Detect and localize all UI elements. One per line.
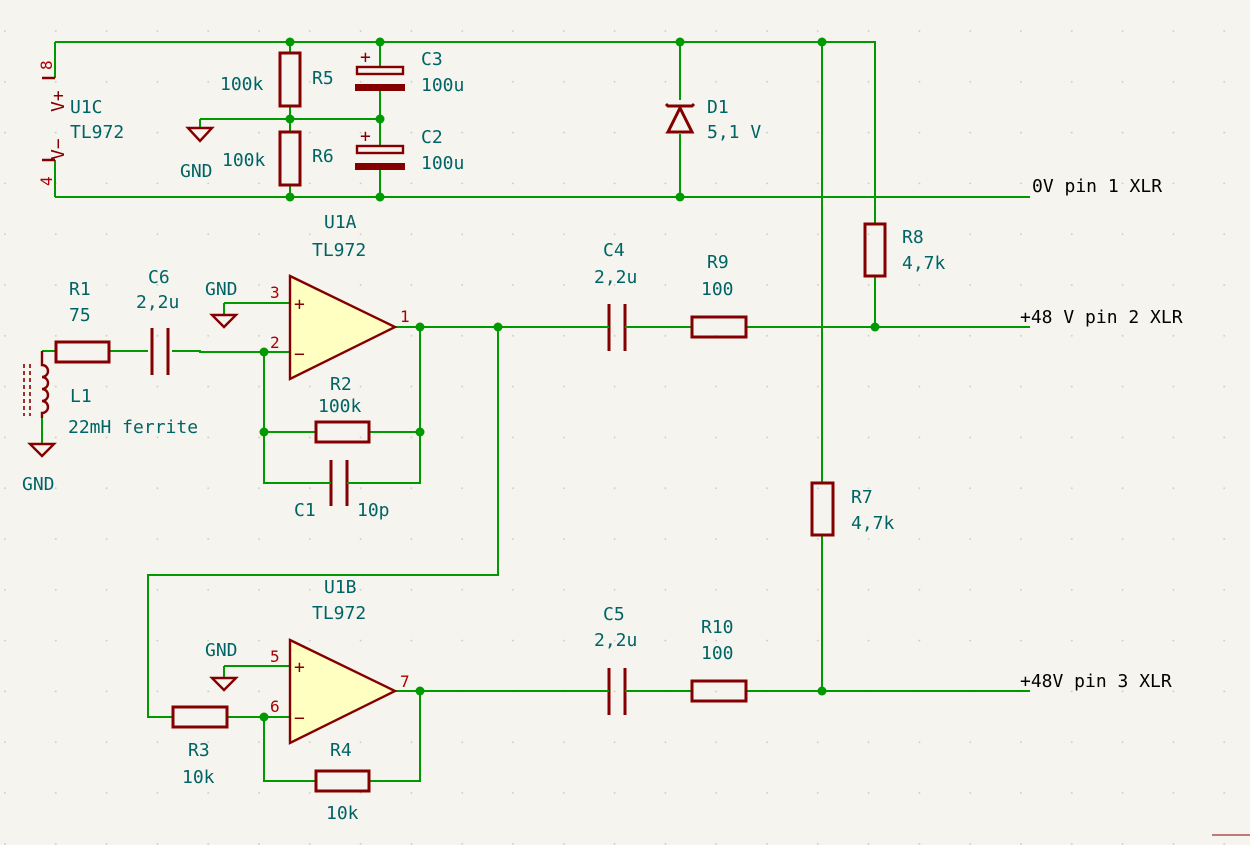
u1b-ref: U1B — [324, 577, 357, 598]
net-label-48v-pin2: +48 V pin 2 XLR — [1020, 307, 1183, 328]
r5-value: 100k — [220, 74, 264, 95]
c1-ref: C1 — [294, 500, 316, 521]
r9-value: 100 — [701, 279, 734, 300]
net-label-0v-pin1: 0V pin 1 XLR — [1032, 176, 1162, 197]
opamp-u1a: + − 3 2 1 U1A TL972 — [270, 212, 410, 381]
resistor-r8: R8 4,7k — [863, 222, 946, 278]
u1a-pin-plus: 3 — [270, 283, 280, 302]
c2-plus: + — [360, 126, 371, 147]
resistor-r1: R1 75 — [54, 279, 111, 364]
u1a-pin-out: 1 — [400, 307, 410, 326]
u1a-ref: U1A — [324, 212, 357, 233]
c2-ref: C2 — [421, 127, 443, 148]
c4-ref: C4 — [603, 240, 625, 261]
opamp-u1b: + − 5 6 7 U1B TL972 — [270, 577, 410, 745]
resistor-r3: R3 10k — [171, 705, 229, 788]
r4-value: 10k — [326, 803, 359, 824]
r4-ref: R4 — [330, 740, 352, 761]
c3-ref: C3 — [421, 49, 443, 70]
u1c-pin-vplus: 8 — [37, 60, 56, 70]
resistor-r9: R9 100 — [690, 252, 748, 339]
r10-value: 100 — [701, 643, 734, 664]
c1-value: 10p — [357, 500, 390, 521]
u1c-vplus-label: V+ — [48, 90, 69, 112]
d1-value: 5,1 V — [707, 122, 761, 143]
c2-value: 100u — [421, 153, 464, 174]
c6-value: 2,2u — [136, 292, 179, 313]
junctions — [259, 37, 880, 722]
r2-ref: R2 — [330, 374, 352, 395]
resistor-r7: R7 4,7k — [810, 481, 895, 537]
capacitor-c2: + C2 100u — [355, 126, 464, 174]
resistor-r4: R4 10k — [314, 740, 371, 824]
u1c-vminus-label: V− — [48, 138, 69, 160]
u1c-value: TL972 — [70, 122, 124, 143]
wires — [41, 41, 1030, 782]
r8-value: 4,7k — [902, 253, 946, 274]
r8-ref: R8 — [902, 227, 924, 248]
l1-ref: L1 — [70, 386, 92, 407]
gnd-symbol-u1a: GND — [205, 279, 239, 329]
r2-value: 100k — [318, 396, 362, 417]
net-label-48v-pin3: +48V pin 3 XLR — [1020, 671, 1172, 692]
r3-value: 10k — [182, 767, 215, 788]
gnd-top-label: GND — [180, 161, 213, 182]
u1b-pin-plus: 5 — [270, 647, 280, 666]
u1a-minus-symbol: − — [294, 344, 305, 365]
r10-ref: R10 — [701, 617, 734, 638]
gnd-u1b-label: GND — [205, 640, 238, 661]
c3-value: 100u — [421, 75, 464, 96]
r6-ref: R6 — [312, 146, 334, 167]
gnd-symbol-l1: GND — [22, 442, 57, 495]
d1-ref: D1 — [707, 97, 729, 118]
resistor-r10: R10 100 — [690, 617, 748, 703]
u1c-ref: U1C — [70, 97, 103, 118]
u1a-value: TL972 — [312, 240, 366, 261]
r6-value: 100k — [222, 150, 266, 171]
capacitor-c3: + C3 100u — [355, 47, 464, 96]
l1-value: 22mH ferrite — [68, 417, 198, 438]
u1a-pin-minus: 2 — [270, 333, 280, 352]
capacitor-c6: C6 2,2u — [136, 267, 179, 375]
u1b-value: TL972 — [312, 603, 366, 624]
r5-ref: R5 — [312, 68, 334, 89]
r1-ref: R1 — [69, 279, 91, 300]
capacitor-c5: C5 2,2u — [594, 604, 652, 715]
u1b-pin-minus: 6 — [270, 697, 280, 716]
c3-plus: + — [360, 47, 371, 68]
inductor-l1: L1 22mH ferrite — [23, 351, 198, 438]
c4-value: 2,2u — [594, 267, 637, 288]
r3-ref: R3 — [188, 740, 210, 761]
c6-ref: C6 — [148, 267, 170, 288]
u1b-minus-symbol: − — [294, 708, 305, 729]
u1b-pin-out: 7 — [400, 672, 410, 691]
r7-ref: R7 — [851, 487, 873, 508]
power-unit-u1c: 8 4 V+ V− U1C TL972 — [37, 60, 124, 186]
gnd-symbol-u1b: GND — [205, 640, 239, 692]
gnd-symbol-top: GND — [180, 126, 215, 182]
zener-diode-d1: D1 5,1 V — [664, 97, 761, 143]
r1-value: 75 — [69, 305, 91, 326]
capacitor-c1: C1 10p — [294, 460, 390, 521]
gnd-l1-label: GND — [22, 474, 55, 495]
c5-ref: C5 — [603, 604, 625, 625]
c5-value: 2,2u — [594, 630, 637, 651]
u1c-pin-vminus: 4 — [37, 176, 56, 186]
capacitor-c4: C4 2,2u — [594, 240, 652, 351]
gnd-u1a-label: GND — [205, 279, 238, 300]
u1b-plus-symbol: + — [294, 657, 305, 678]
u1a-plus-symbol: + — [294, 294, 305, 315]
r7-value: 4,7k — [851, 513, 895, 534]
resistor-r2: R2 100k — [314, 374, 371, 444]
r9-ref: R9 — [707, 252, 729, 273]
resistor-r6: R6 100k — [222, 130, 334, 187]
resistor-r5: R5 100k — [220, 51, 334, 108]
